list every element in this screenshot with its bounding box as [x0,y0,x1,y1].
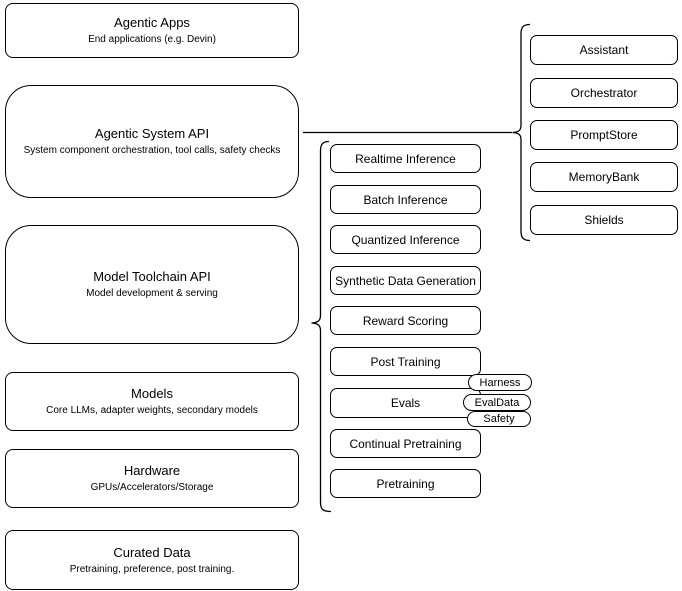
model-toolchain-api-box: Model Toolchain API Model development & … [5,225,299,344]
hardware-box: Hardware GPUs/Accelerators/Storage [5,449,299,508]
agentic-apps-title: Agentic Apps [114,15,190,30]
toolchain-item-synthetic-data-generation: Synthetic Data Generation [330,266,481,295]
components-brace [512,23,531,242]
agentic-apps-subtitle: End applications (e.g. Devin) [88,34,216,45]
hardware-title: Hardware [123,463,181,478]
agentic-system-api-box: Agentic System API System component orch… [5,85,299,198]
agentic-apps-box: Agentic Apps End applications (e.g. Devi… [5,3,299,58]
curated-data-title: Curated Data [113,544,191,560]
system-component-assistant: Assistant [530,35,678,65]
agentic-system-api-title: Agentic System API [94,126,210,141]
eval-tag-evaldata: EvalData [463,394,531,411]
model-toolchain-api-subtitle: Model development & serving [86,288,218,299]
toolchain-item-post-training: Post Training [330,347,481,376]
toolchain-item-evals: Evals [330,388,481,418]
system-component-memorybank: MemoryBank [530,162,678,192]
model-toolchain-api-title: Model Toolchain API [93,269,211,284]
agentic-system-api-subtitle: System component orchestration, tool cal… [23,145,281,156]
system-component-orchestrator: Orchestrator [530,78,678,108]
curated-data-box: Curated Data Pretraining, preference, po… [5,530,299,590]
toolchain-item-realtime-inference: Realtime Inference [330,144,481,173]
toolchain-item-pretraining: Pretraining [330,469,481,498]
system-component-promptstore: PromptStore [530,120,678,150]
toolchain-item-reward-scoring: Reward Scoring [330,306,481,335]
models-title: Models [131,386,173,401]
curated-data-subtitle: Pretraining, preference, post training. [69,563,235,575]
toolchain-item-continual-pretraining: Continual Pretraining [330,429,481,458]
models-subtitle: Core LLMs, adapter weights, secondary mo… [46,405,258,416]
system-component-shields: Shields [530,205,678,235]
models-box: Models Core LLMs, adapter weights, secon… [5,372,299,431]
toolchain-brace [311,140,332,513]
hardware-subtitle: GPUs/Accelerators/Storage [90,482,214,493]
toolchain-item-quantized-inference: Quantized Inference [330,225,481,254]
toolchain-item-batch-inference: Batch Inference [330,185,481,214]
eval-tag-safety: Safety [467,411,531,427]
eval-tag-harness: Harness [468,374,532,391]
